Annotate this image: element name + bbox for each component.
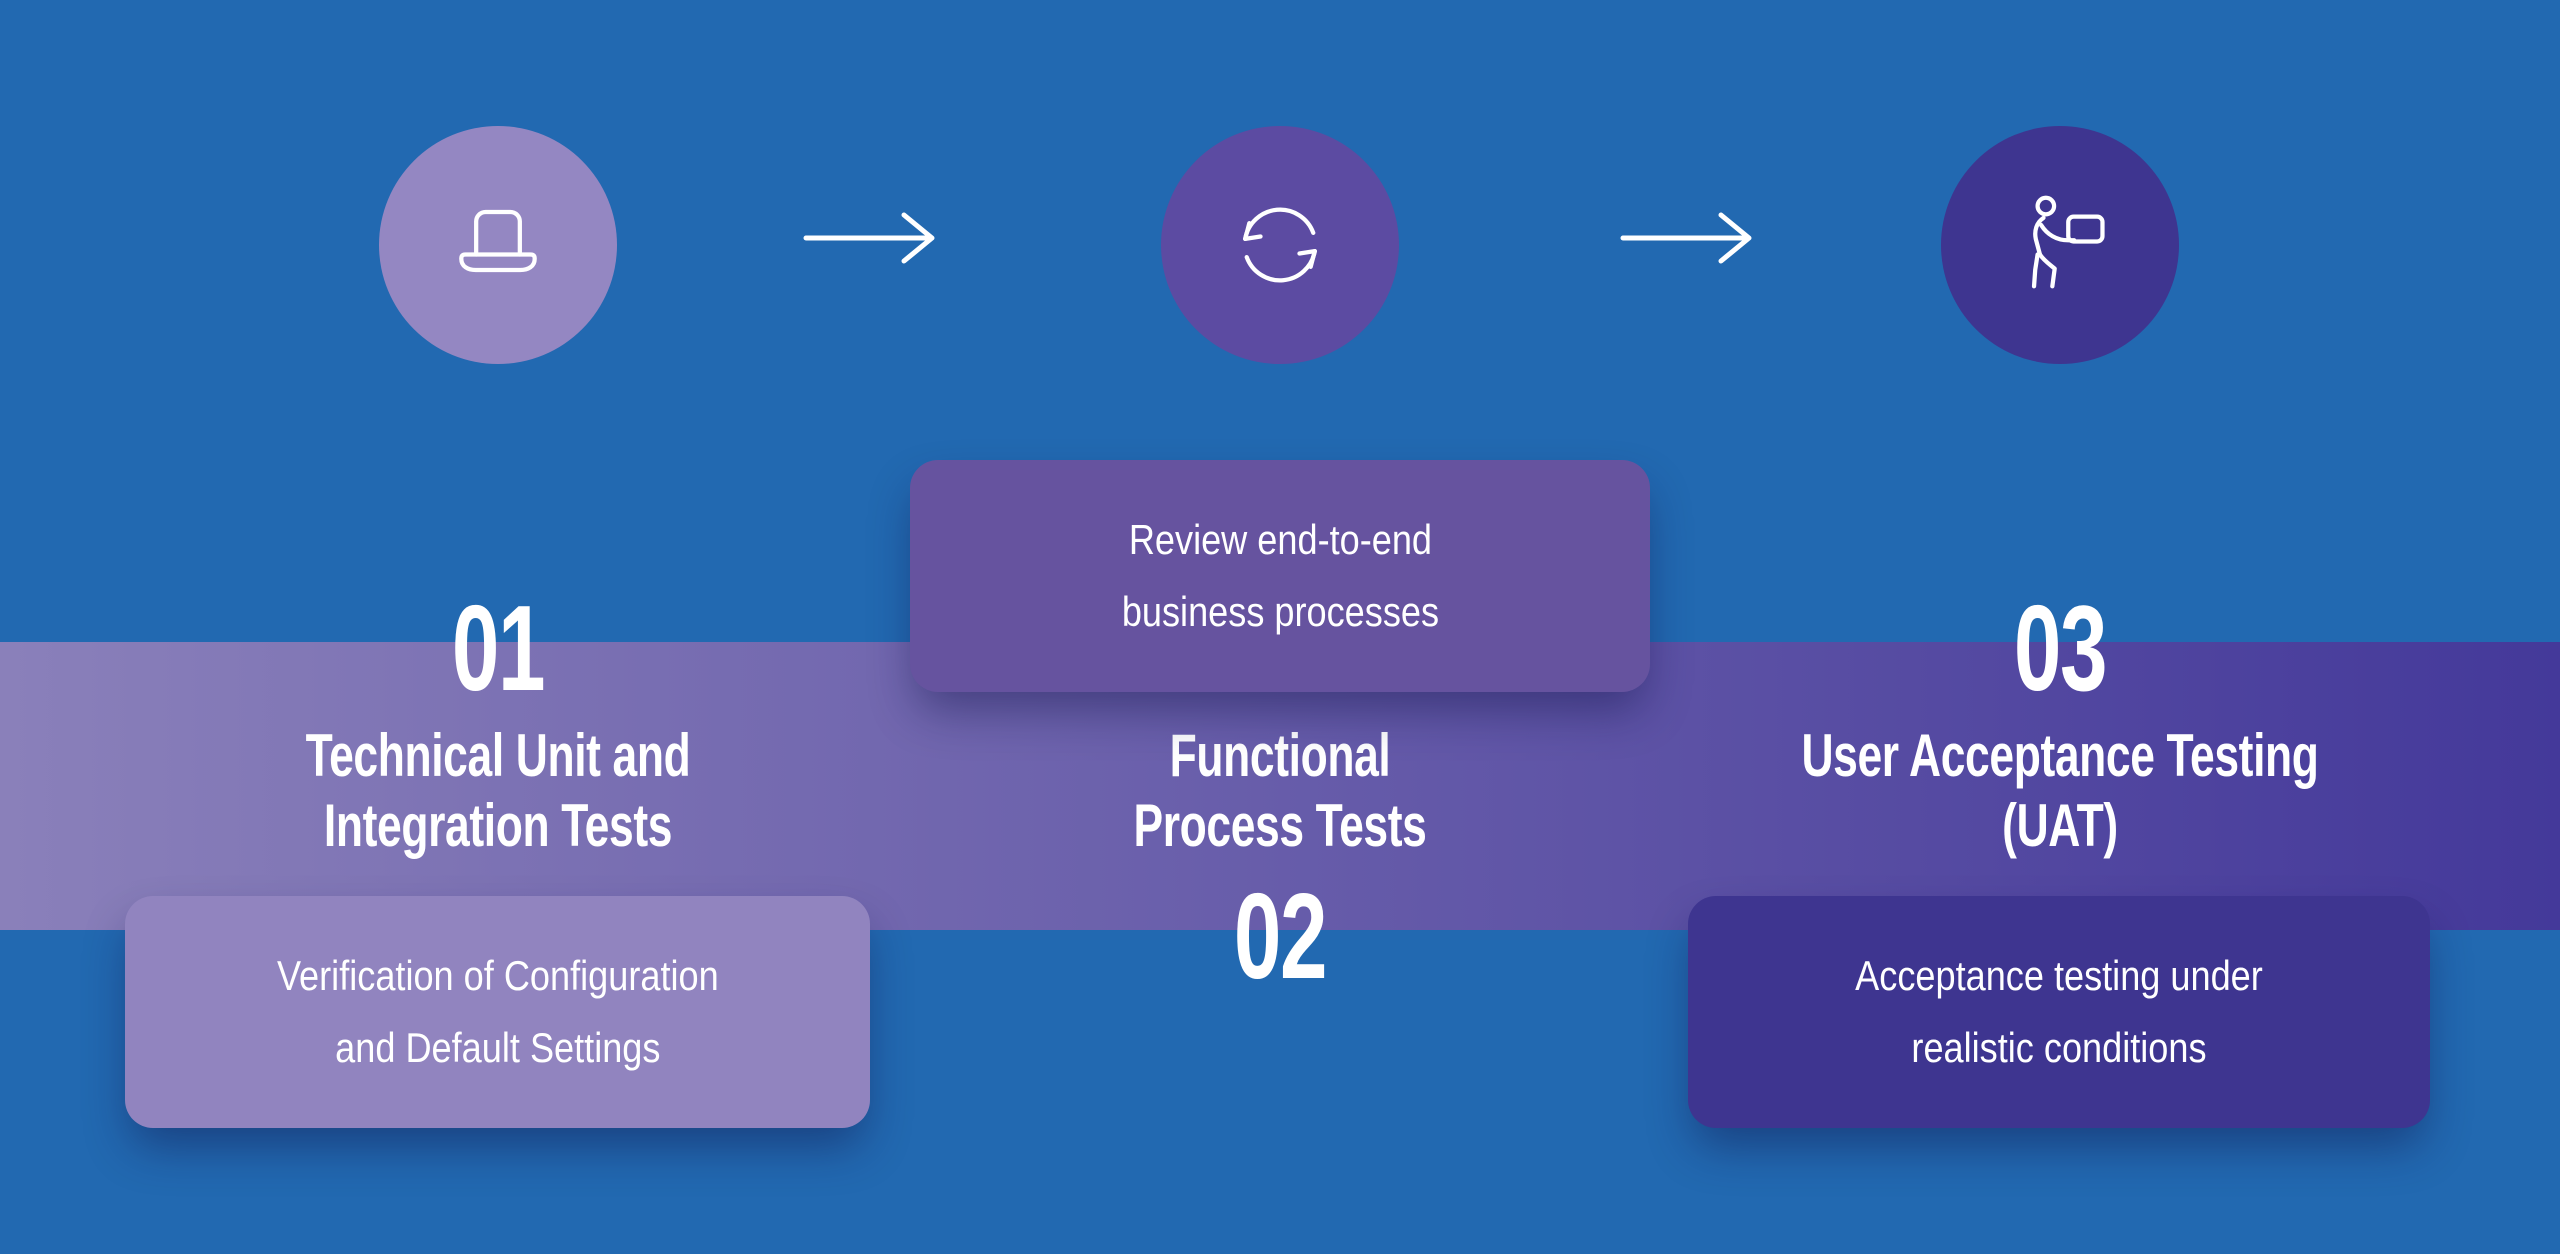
step3-card-line2: realistic conditions [1911,1024,2207,1071]
step2-title-line1: Functional [1169,722,1391,789]
step2-circle [1161,126,1399,364]
step1-card-line1: Verification of Configuration [276,952,719,999]
step2-title: Functional Process Tests [900,721,1660,861]
step3-title-line1: User Acceptance Testing [1801,722,2319,789]
flow-arrow-icon [1620,212,1754,264]
step1-card-line2: and Default Settings [334,1024,661,1071]
step3-title: User Acceptance Testing (UAT) [1680,721,2440,861]
step1-title-line1: Technical Unit and [305,722,691,789]
step2-card: Review end-to-end business processes [910,460,1650,692]
step1-title: Technical Unit and Integration Tests [118,721,878,861]
step3-title-line2: (UAT) [2002,792,2118,859]
person-carrying-laptop-icon [2001,186,2119,304]
step1-card: Verification of Configuration and Defaul… [125,896,870,1128]
laptop-icon [439,186,557,304]
step2-card-line2: business processes [1121,588,1439,635]
step2-title-line2: Process Tests [1133,792,1427,859]
step1-title-line2: Integration Tests [323,792,673,859]
step2-card-line1: Review end-to-end [1128,516,1432,563]
step1-number: 01 [451,580,546,716]
flow-arrow-icon [803,212,937,264]
step1-circle [379,126,617,364]
step3-circle [1941,126,2179,364]
step3-number: 03 [2013,580,2108,716]
step3-card: Acceptance testing under realistic condi… [1688,896,2430,1128]
sync-icon [1221,186,1339,304]
step3-card-line1: Acceptance testing under [1855,952,2263,999]
step2-number: 02 [1233,868,1328,1004]
